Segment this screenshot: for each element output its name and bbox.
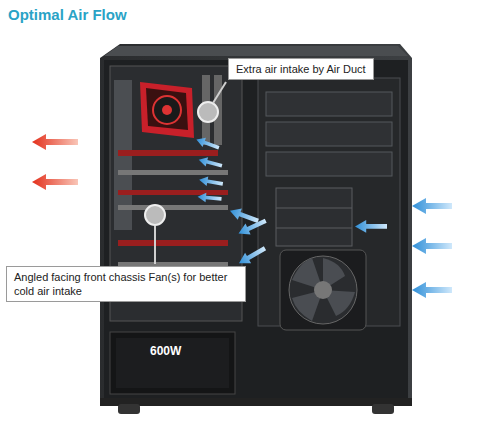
callout-box: Angled facing front chassis Fan(s) for b… (6, 266, 246, 302)
callout-box: Extra air intake by Air Duct (228, 58, 374, 80)
internal-airflow-arrows (195, 135, 269, 268)
exhaust-arrows (32, 134, 78, 190)
cpu-cooler (140, 82, 194, 138)
diagram-title: Optimal Air Flow (8, 6, 127, 23)
power-supply (110, 332, 235, 394)
drive-bays (258, 78, 400, 326)
intake-arrows (355, 198, 452, 298)
psu-wattage: 600W (150, 344, 181, 358)
callout-text: Angled facing front chassis Fan(s) for b… (14, 270, 238, 298)
case-body (100, 44, 412, 414)
front-fan (280, 250, 366, 330)
callout-text: Extra air intake by Air Duct (236, 62, 366, 76)
air-duct-markers (145, 82, 226, 264)
